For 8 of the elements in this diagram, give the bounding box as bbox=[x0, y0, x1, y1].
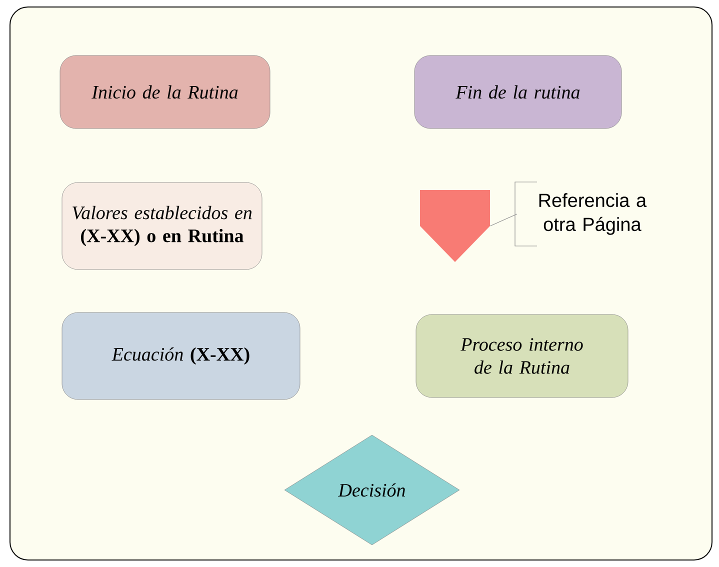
terminal-box: Fin de la rutina bbox=[414, 55, 622, 129]
process-box: Proceso interno de la Rutina bbox=[416, 314, 628, 398]
callout-text: Referencia a otra Página bbox=[514, 182, 647, 246]
equation-box: Ecuación (X-XX) bbox=[62, 312, 300, 400]
off-page-connector bbox=[420, 190, 490, 262]
leader-line bbox=[490, 214, 518, 226]
terminal-box: Inicio de la Rutina bbox=[60, 55, 270, 129]
data-box: Valores establecidos en (X-XX) o en Rutina bbox=[62, 182, 262, 270]
